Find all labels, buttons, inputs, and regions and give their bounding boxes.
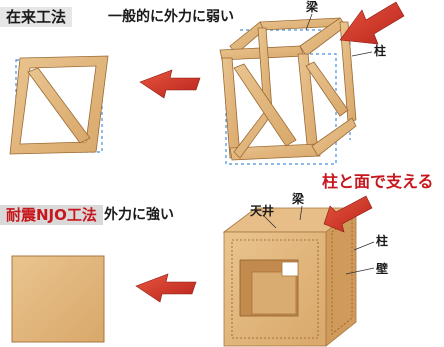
label-beam-top: 梁	[306, 0, 319, 14]
label-beam-bottom: 梁	[292, 192, 305, 206]
frame-3d-conventional	[219, 17, 357, 165]
deformed-frame-2d	[9, 55, 109, 155]
left-arrow-top	[139, 69, 201, 99]
force-arrow-top	[339, 1, 405, 45]
label-ceiling: 天井	[250, 204, 275, 218]
leader-lines	[263, 13, 375, 275]
njo-method-title: 耐震NJO工法	[0, 205, 103, 225]
conventional-method-title: 在来工法	[0, 7, 73, 27]
force-arrow-bottom	[323, 195, 373, 233]
conventional-caption: 一般的に外力に弱い	[108, 9, 234, 25]
rigid-panel-2d	[11, 255, 105, 343]
label-wall: 壁	[376, 262, 389, 276]
left-arrow-bottom	[135, 273, 197, 303]
box-3d-njo	[222, 207, 358, 347]
njo-callout: 柱と面で支える	[322, 172, 434, 191]
njo-caption: 外力に強い	[104, 207, 174, 223]
label-column-top: 柱	[374, 44, 387, 58]
label-column-bottom: 柱	[376, 234, 389, 248]
